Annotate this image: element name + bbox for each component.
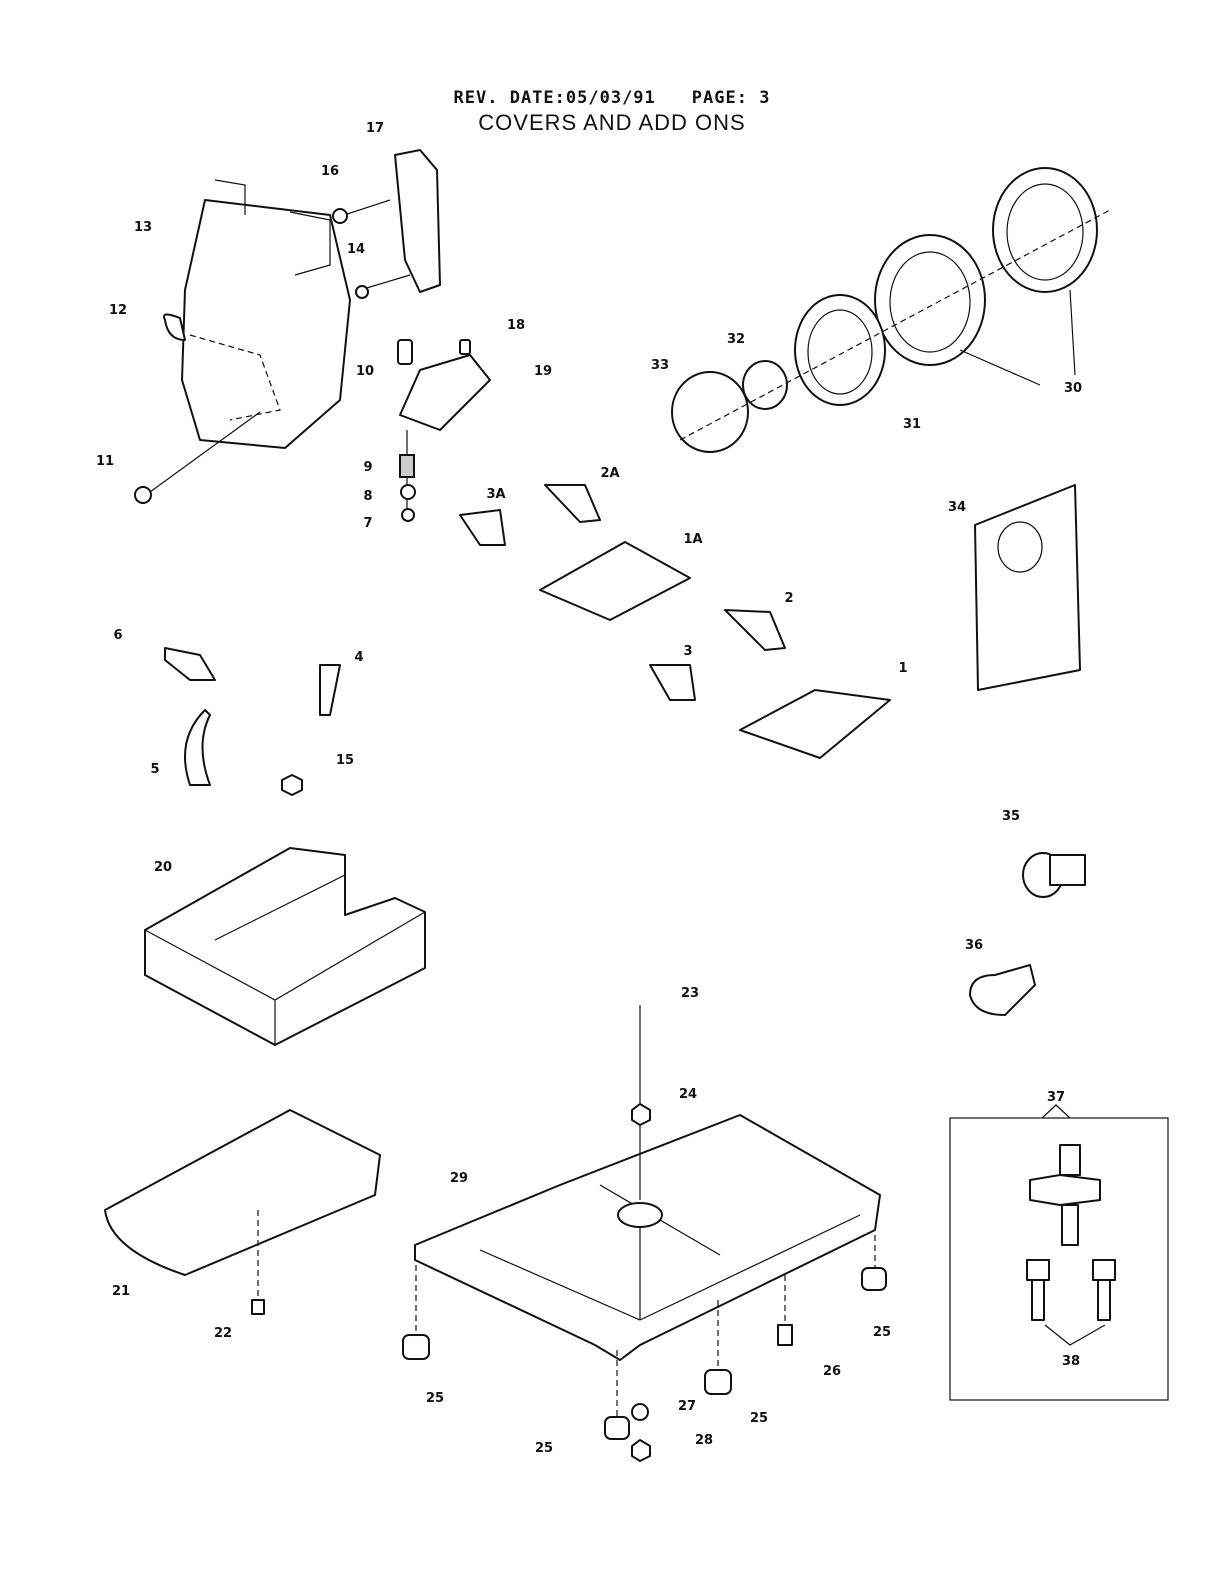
- callout-8: 8: [363, 489, 372, 504]
- callout-30: 30: [1064, 381, 1082, 396]
- callout-2a: 2A: [600, 466, 619, 481]
- callout-37: 37: [1047, 1090, 1065, 1105]
- part-17-trim: [394, 149, 441, 293]
- callout-29: 29: [450, 1171, 468, 1186]
- callout-6: 6: [113, 628, 122, 643]
- diagram-title: COVERS AND ADD ONS: [478, 110, 746, 135]
- callout-3: 3: [683, 644, 692, 659]
- callout-23: 23: [681, 986, 699, 1001]
- callout-34: 34: [948, 500, 966, 515]
- callout-5: 5: [150, 762, 159, 777]
- callout-22: 22: [214, 1326, 232, 1341]
- revision-date: REV. DATE:05/03/91: [453, 88, 656, 108]
- part-21-tray: [104, 1109, 381, 1276]
- callout-11: 11: [96, 454, 114, 469]
- callout-1: 1: [898, 661, 907, 676]
- callout-35: 35: [1002, 809, 1020, 824]
- callout-2: 2: [784, 591, 793, 606]
- callout-14: 14: [347, 242, 365, 257]
- callout-9: 9: [363, 460, 372, 475]
- diagram-header: REV. DATE:05/03/91 PAGE: 3 COVERS AND ADD…: [0, 88, 1224, 136]
- callout-7: 7: [363, 516, 372, 531]
- page-number: PAGE: 3: [691, 88, 771, 108]
- part-33-cap: [671, 371, 749, 453]
- callout-26: 26: [823, 1364, 841, 1379]
- callout-31: 31: [903, 417, 921, 432]
- callout-25: 25: [426, 1391, 444, 1406]
- part-1A-plate: [539, 541, 691, 621]
- callout-28: 28: [695, 1433, 713, 1448]
- callout-24: 24: [679, 1087, 697, 1102]
- part-29-base: [414, 1114, 881, 1361]
- callout-10: 10: [356, 364, 374, 379]
- callout-3a: 3A: [486, 487, 505, 502]
- part-13-cover: [181, 199, 351, 449]
- callout-4: 4: [354, 650, 363, 665]
- callout-20: 20: [154, 860, 172, 875]
- callout-25: 25: [535, 1441, 553, 1456]
- callout-33: 33: [651, 358, 669, 373]
- callout-19: 19: [534, 364, 552, 379]
- callout-25: 25: [750, 1411, 768, 1426]
- callout-17: 17: [366, 121, 384, 136]
- callout-18: 18: [507, 318, 525, 333]
- part-32-ring: [742, 360, 788, 410]
- callout-38: 38: [1062, 1354, 1080, 1369]
- callout-15: 15: [336, 753, 354, 768]
- callout-13: 13: [134, 220, 152, 235]
- callout-21: 21: [112, 1284, 130, 1299]
- part-34-panel: [974, 484, 1081, 691]
- part-1-plate: [739, 689, 891, 759]
- callout-36: 36: [965, 938, 983, 953]
- parts-artwork: [104, 149, 1169, 1462]
- part-20-case: [144, 847, 426, 1046]
- callout-32: 32: [727, 332, 745, 347]
- part-19-plate: [399, 354, 491, 431]
- part-37-detail-box: [949, 1117, 1169, 1401]
- part-30-ring: [992, 167, 1098, 293]
- callout-1a: 1A: [683, 532, 702, 547]
- callout-16: 16: [321, 164, 339, 179]
- callout-25: 25: [873, 1325, 891, 1340]
- callout-12: 12: [109, 303, 127, 318]
- callout-27: 27: [678, 1399, 696, 1414]
